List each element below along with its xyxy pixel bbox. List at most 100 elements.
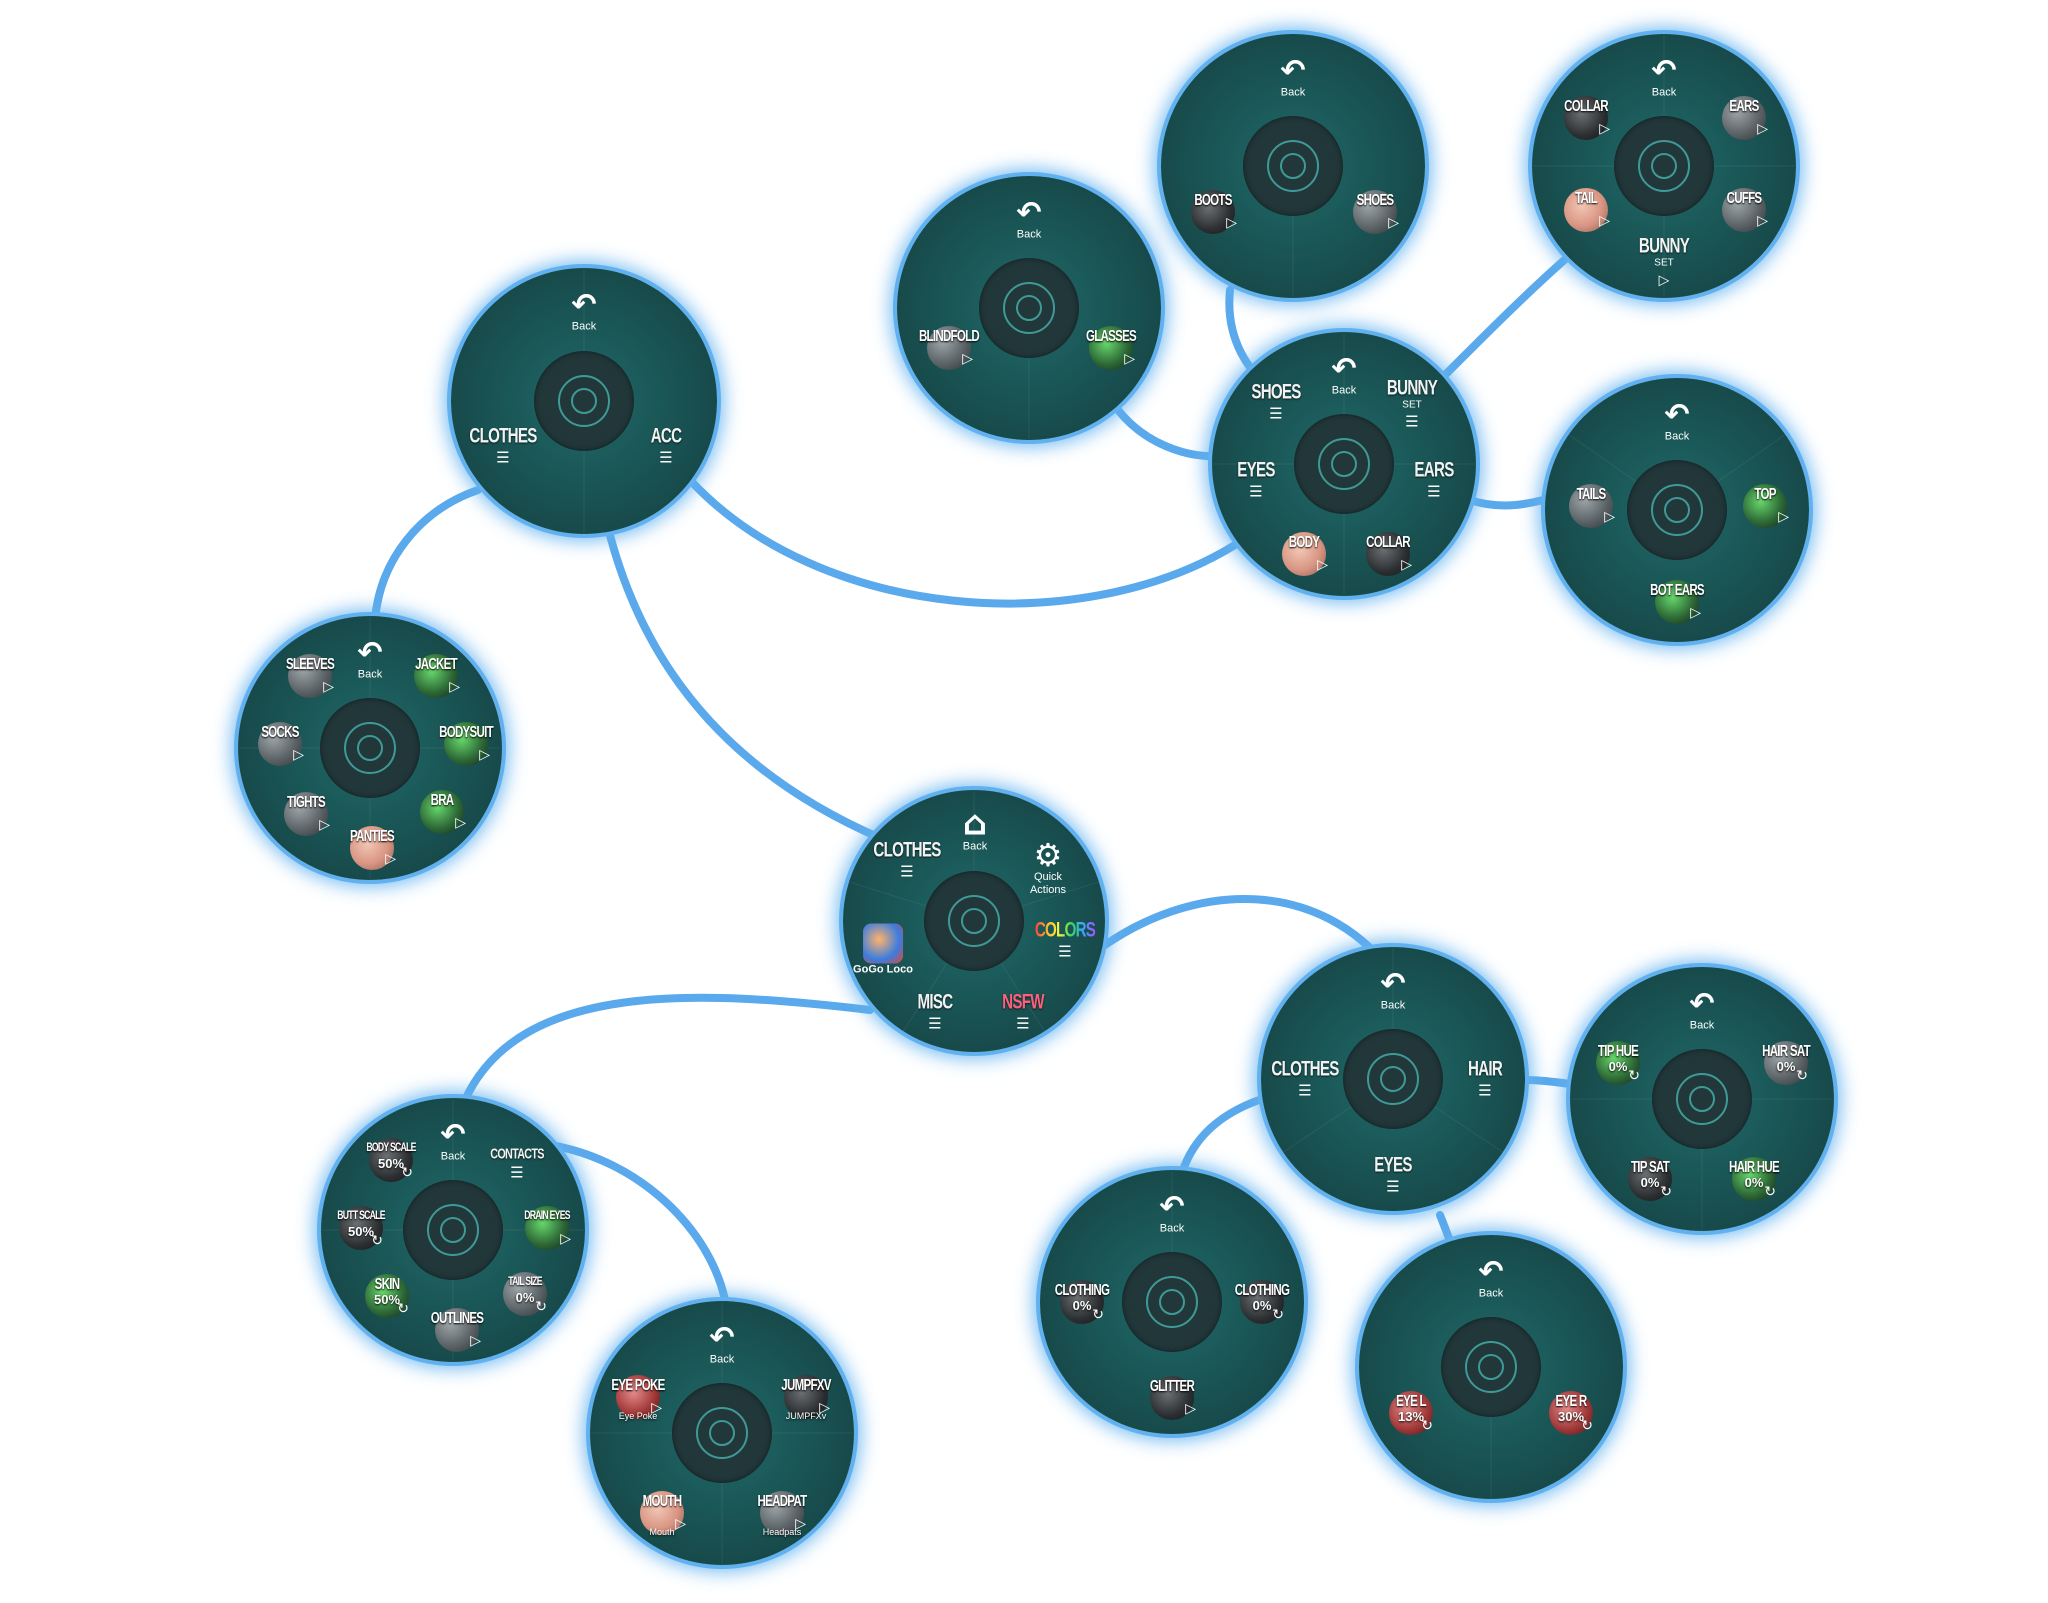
back-button[interactable]: ↶Back [1280, 53, 1306, 99]
wheel-hub[interactable] [924, 871, 1024, 971]
back-button[interactable]: ↶ Back [1331, 351, 1357, 397]
wheel-hub[interactable] [1441, 1317, 1541, 1417]
play-icon: ▷ [1757, 121, 1768, 137]
reset-icon: ↻ [1660, 1184, 1672, 1200]
wheel-hub[interactable] [1652, 1049, 1752, 1149]
list-icon: ☰ [510, 1163, 524, 1182]
socks-toggle[interactable]: SOCKS▷ [258, 722, 304, 766]
list-icon: ☰ [1058, 942, 1072, 961]
clothes-colors-button[interactable]: CLOTHES☰ [1271, 1057, 1339, 1100]
misc-button[interactable]: MISC ☰ [917, 990, 954, 1033]
thumb-image: BOT EARS▷ [1650, 580, 1705, 624]
wheel-hub[interactable] [1122, 1252, 1222, 1352]
wheel-hub[interactable] [672, 1383, 772, 1483]
back-button[interactable]: ↶Back [709, 1320, 735, 1366]
glasses-toggle[interactable]: GLASSES▷ [1086, 326, 1137, 370]
body-toggle[interactable]: BODY▷ [1282, 532, 1328, 576]
play-icon: ▷ [449, 679, 460, 695]
wheel-hub[interactable] [1343, 1029, 1443, 1129]
hair-colors-button[interactable]: HAIR☰ [1467, 1057, 1503, 1100]
blindfold-toggle[interactable]: BLINDFOLD▷ [919, 326, 980, 370]
back-button[interactable]: ↶Back [1689, 986, 1715, 1032]
play-icon: ▷ [323, 679, 334, 695]
nsfw-button[interactable]: NSFW ☰ [1002, 990, 1044, 1033]
wheel-hub[interactable] [403, 1180, 503, 1280]
bodysuit-toggle[interactable]: BODYSUIT▷ [439, 722, 494, 766]
wheel-hub[interactable] [1243, 116, 1343, 216]
eyes-colors-button[interactable]: EYES☰ [1374, 1153, 1412, 1196]
boots-toggle[interactable]: BOOTS▷ [1191, 190, 1237, 234]
thumb-image: TAILS▷ [1569, 484, 1615, 528]
wheel-hub[interactable] [1294, 414, 1394, 514]
shoes-button[interactable]: SHOES☰ [1251, 380, 1301, 423]
clothes-button[interactable]: CLOTHES ☰ [469, 424, 537, 467]
panties-toggle[interactable]: PANTIES▷ [350, 826, 396, 870]
wheel-hub[interactable] [979, 258, 1079, 358]
clothes-button[interactable]: CLOTHES ☰ [873, 838, 941, 881]
back-button[interactable]: ↶Back [1651, 53, 1677, 99]
sleeves-toggle[interactable]: SLEEVES▷ [286, 654, 335, 698]
back-button[interactable]: ↶Back [1478, 1254, 1504, 1300]
play-icon: ▷ [1599, 121, 1610, 137]
colors-button[interactable]: COLORS ☰ [1034, 918, 1096, 961]
outlines-toggle[interactable]: OUTLINES▷ [431, 1308, 484, 1352]
thumb-image: BOOTS▷ [1191, 190, 1237, 234]
contacts-button[interactable]: CONTACTS☰ [490, 1145, 544, 1182]
ears-button[interactable]: EARS☰ [1414, 458, 1454, 501]
top-toggle[interactable]: TOP▷ [1743, 484, 1789, 528]
back-button[interactable]: ↶Back [440, 1117, 466, 1163]
collar-toggle[interactable]: COLLAR▷ [1366, 532, 1412, 576]
acc-button[interactable]: ACC ☰ [650, 424, 682, 467]
back-button[interactable]: ↶Back [1380, 966, 1406, 1012]
jacket-toggle[interactable]: JACKET▷ [414, 654, 460, 698]
back-button[interactable]: ⌂ Back [962, 803, 988, 853]
wheel-hub[interactable] [320, 698, 420, 798]
play-icon: ▷ [319, 817, 330, 833]
back-button[interactable]: ↶ Back [571, 287, 597, 333]
main-wheel: ⌂ Back CLOTHES ☰ ⚙ Quick Actions GoGo Lo… [843, 790, 1105, 1052]
glitter-toggle[interactable]: GLITTER▷ [1150, 1376, 1196, 1420]
back-button[interactable]: ↶ Back [357, 635, 383, 681]
wheel-hub[interactable] [1627, 460, 1727, 560]
list-icon: ☰ [1427, 482, 1441, 501]
bot-ears-toggle[interactable]: BOT EARS▷ [1650, 580, 1705, 624]
ears-toggle[interactable]: EARS▷ [1722, 96, 1768, 140]
shoes-toggle[interactable]: SHOES▷ [1353, 190, 1399, 234]
tails-toggle[interactable]: TAILS▷ [1569, 484, 1615, 528]
wheel-hub[interactable] [1614, 116, 1714, 216]
cuffs-toggle[interactable]: CUFFS▷ [1722, 188, 1768, 232]
tights-toggle[interactable]: TIGHTS▷ [284, 792, 330, 836]
eyes-button[interactable]: EYES☰ [1237, 458, 1275, 501]
tail-toggle[interactable]: TAIL▷ [1564, 188, 1610, 232]
collar-toggle[interactable]: COLLAR▷ [1564, 96, 1610, 140]
gogo-loco-button[interactable]: GoGo Loco [853, 923, 913, 977]
back-button[interactable]: ↶Back [1016, 195, 1042, 241]
drain-eyes-toggle[interactable]: DRAIN EYES▷ [524, 1206, 571, 1250]
wheel-hub[interactable] [534, 351, 634, 451]
bra-toggle[interactable]: BRA▷ [420, 790, 466, 834]
quick-actions-button[interactable]: ⚙ Quick Actions [1020, 839, 1077, 897]
back-button[interactable]: ↶Back [1664, 397, 1690, 443]
back-button[interactable]: ↶Back [1159, 1189, 1185, 1235]
